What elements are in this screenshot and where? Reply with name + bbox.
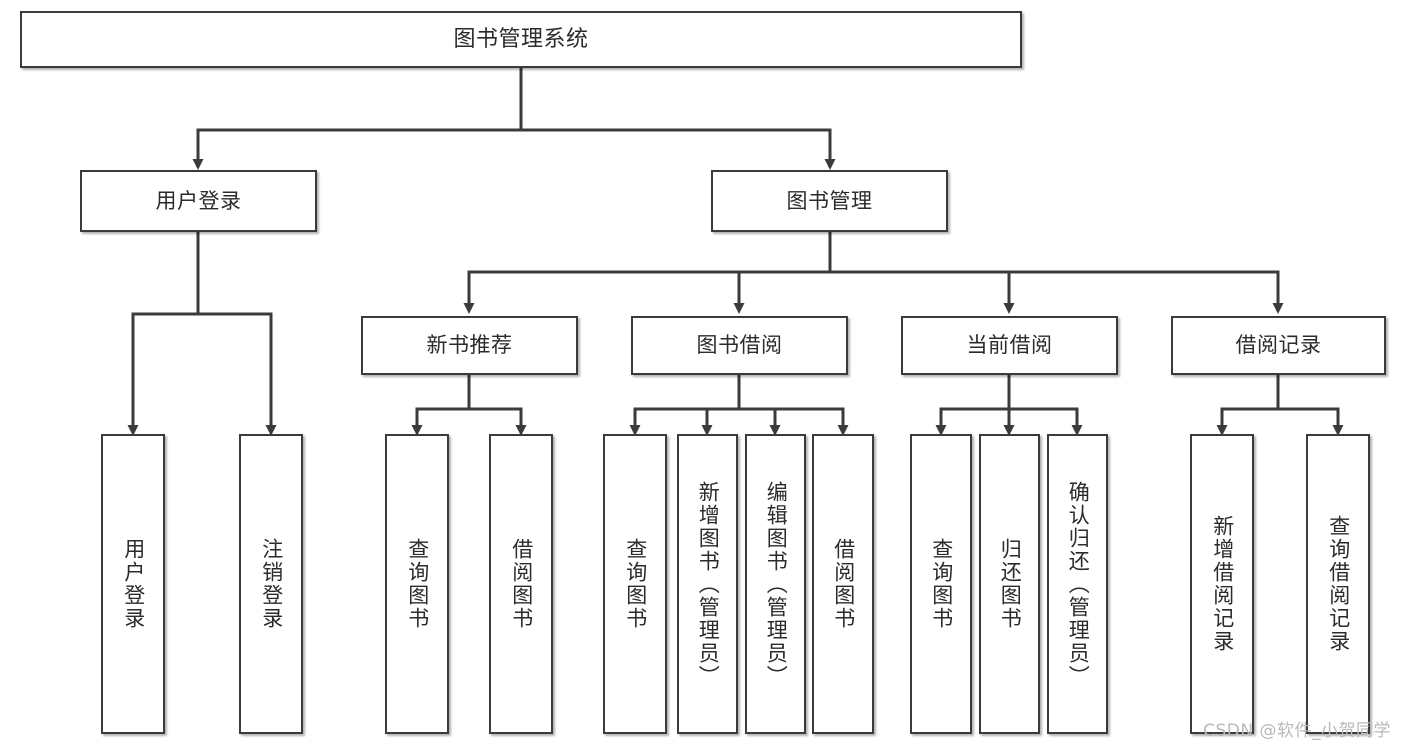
node-leaf-query-book-1[interactable]: 查询图书	[385, 434, 449, 734]
node-leaf-query-book-3[interactable]: 查询图书	[910, 434, 972, 734]
node-leaf-return-book-label: 归还图书	[998, 538, 1023, 630]
node-leaf-borrow-book-2-label: 借阅图书	[831, 538, 856, 630]
node-current-borrow[interactable]: 当前借阅	[901, 316, 1118, 375]
node-leaf-query-record-label: 查询借阅记录	[1326, 515, 1351, 653]
node-user-login[interactable]: 用户登录	[80, 170, 317, 232]
node-new-book-recommend[interactable]: 新书推荐	[361, 316, 578, 375]
node-leaf-query-record[interactable]: 查询借阅记录	[1306, 434, 1370, 734]
node-leaf-borrow-book-2[interactable]: 借阅图书	[812, 434, 874, 734]
node-book-borrow-label: 图书借阅	[696, 333, 783, 358]
node-book-management-label: 图书管理	[786, 188, 873, 213]
node-leaf-add-book[interactable]: 新增图书（管理员）	[677, 434, 738, 734]
node-book-management[interactable]: 图书管理	[711, 170, 948, 232]
node-leaf-edit-book[interactable]: 编辑图书（管理员）	[745, 434, 806, 734]
watermark: CSDN @软件_小贺同学	[1203, 721, 1391, 741]
node-leaf-return-book[interactable]: 归还图书	[979, 434, 1040, 734]
node-borrow-record[interactable]: 借阅记录	[1171, 316, 1386, 375]
node-leaf-confirm-return-label: 确认归还（管理员）	[1066, 480, 1091, 688]
node-leaf-borrow-book-1-label: 借阅图书	[509, 538, 534, 630]
node-leaf-query-book-1-label: 查询图书	[405, 538, 430, 630]
node-leaf-query-book-2-label: 查询图书	[623, 538, 648, 630]
node-leaf-confirm-return[interactable]: 确认归还（管理员）	[1047, 434, 1108, 734]
node-root-label: 图书管理系统	[453, 26, 589, 52]
node-leaf-user-logout[interactable]: 注销登录	[239, 434, 303, 734]
node-leaf-user-login-label: 用户登录	[121, 538, 146, 630]
node-leaf-borrow-book-1[interactable]: 借阅图书	[489, 434, 553, 734]
node-current-borrow-label: 当前借阅	[966, 333, 1053, 358]
node-root[interactable]: 图书管理系统	[20, 11, 1022, 68]
node-leaf-query-book-2[interactable]: 查询图书	[603, 434, 667, 734]
node-leaf-add-record-label: 新增借阅记录	[1210, 515, 1235, 653]
node-leaf-query-book-3-label: 查询图书	[929, 538, 954, 630]
node-leaf-add-record[interactable]: 新增借阅记录	[1190, 434, 1254, 734]
node-new-book-recommend-label: 新书推荐	[426, 333, 513, 358]
node-leaf-user-logout-label: 注销登录	[259, 538, 284, 630]
node-book-borrow[interactable]: 图书借阅	[631, 316, 848, 375]
node-user-login-label: 用户登录	[155, 188, 242, 213]
node-leaf-edit-book-label: 编辑图书（管理员）	[764, 480, 789, 688]
node-borrow-record-label: 借阅记录	[1235, 333, 1322, 358]
node-leaf-add-book-label: 新增图书（管理员）	[696, 480, 721, 688]
node-leaf-user-login[interactable]: 用户登录	[101, 434, 165, 734]
